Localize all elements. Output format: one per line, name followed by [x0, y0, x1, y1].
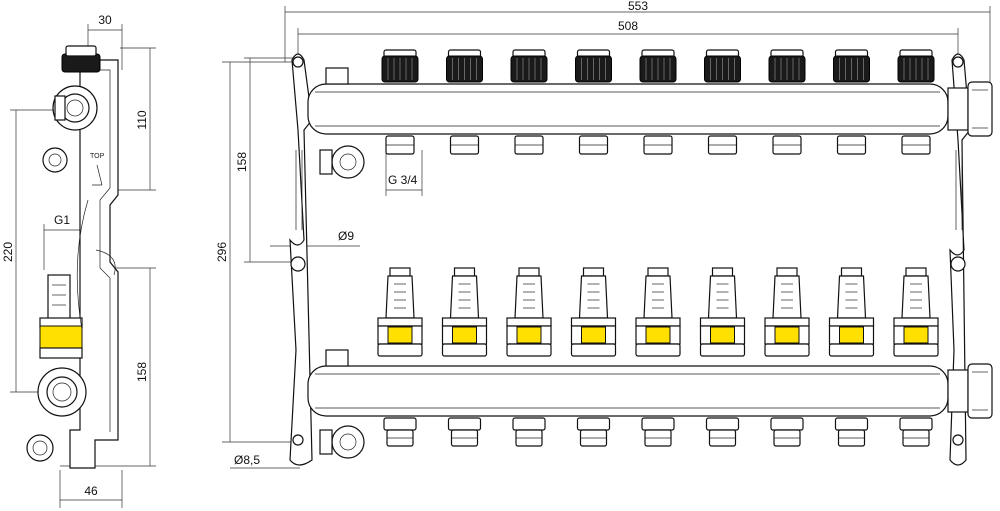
flow-meter-base-5 — [635, 343, 681, 357]
bottom-outlet-nut-9 — [899, 417, 933, 431]
bottom-outlet-nut-7 — [770, 417, 804, 431]
flow-meter-2 — [449, 275, 480, 319]
flow-meter-highlight-8 — [839, 326, 864, 344]
flow-meter-4 — [578, 275, 609, 319]
dim-side-lower-height: 158 — [135, 362, 149, 382]
flow-meter-ring-7 — [764, 317, 810, 327]
right-mount-hole-top — [952, 56, 964, 68]
flow-meter-highlight-4 — [581, 326, 606, 344]
flow-meter-base-6 — [699, 343, 746, 357]
bottom-outlet-nut-8 — [834, 417, 869, 431]
dim-side-overall-height: 220 — [1, 242, 15, 262]
bottom-drain-valve — [331, 425, 365, 459]
flow-meter-cap-5 — [647, 267, 669, 277]
flow-meter-highlight-6 — [710, 326, 735, 344]
flow-meter-ring-6 — [699, 317, 746, 327]
flow-meter-ring-3 — [506, 317, 552, 327]
dim-outlet-thread: G 3/4 — [388, 173, 418, 187]
flow-meter-cap-7 — [776, 267, 798, 277]
flow-meter-cap-3 — [518, 267, 540, 277]
dim-hole-lower: Ø8,5 — [234, 453, 260, 467]
flow-meter-ring-5 — [635, 317, 681, 327]
dim-side-upper-height: 110 — [135, 110, 149, 129]
flow-meter-cap-9 — [905, 267, 927, 277]
flow-meter-7 — [772, 275, 802, 319]
flow-meter-cap-1 — [389, 267, 411, 277]
right-mount-hole-bottom — [952, 434, 964, 446]
flow-meter-base-4 — [570, 343, 617, 357]
flow-meter-highlight-9 — [903, 326, 929, 344]
bottom-outlet-nut-2 — [447, 417, 482, 431]
flow-meter-9 — [901, 275, 931, 319]
left-mount-hole-top — [292, 56, 304, 68]
dim-hole-upper: Ø9 — [338, 229, 354, 243]
top-manifold-bar — [307, 83, 949, 135]
bottom-manifold-bar — [307, 365, 949, 417]
dim-side-depth-bottom: 46 — [84, 484, 98, 498]
flow-meter-base-2 — [441, 343, 488, 357]
right-mount-hole-mid — [950, 256, 966, 272]
flow-meter-cap-4 — [582, 267, 605, 277]
bottom-outlet-nut-6 — [705, 417, 740, 431]
flow-meter-cap-8 — [840, 267, 863, 277]
dim-side-depth-top: 30 — [98, 13, 112, 27]
flow-meter-highlight-1 — [387, 326, 413, 344]
bottom-outlet-nut-5 — [641, 417, 675, 431]
side-flow-meter-highlight — [39, 325, 83, 349]
flow-meter-ring-8 — [828, 317, 875, 327]
dim-top-width-total: 553 — [628, 0, 648, 13]
bottom-outlet-nut-3 — [512, 417, 546, 431]
bottom-outlet-nut-1 — [383, 417, 417, 431]
side-top-marking: TOP — [90, 153, 105, 160]
flow-meter-5 — [643, 275, 673, 319]
flow-meter-ring-1 — [377, 317, 423, 327]
flow-meter-3 — [514, 275, 544, 319]
flow-meter-highlight-2 — [452, 326, 477, 344]
flow-meter-base-3 — [506, 343, 552, 357]
flow-meter-ring-9 — [893, 317, 939, 327]
flow-meter-base-8 — [828, 343, 875, 357]
flow-meter-cap-6 — [711, 267, 734, 277]
flow-meter-highlight-5 — [645, 326, 671, 344]
flow-meter-ring-2 — [441, 317, 488, 327]
flow-meter-highlight-7 — [774, 326, 800, 344]
flow-meter-base-7 — [764, 343, 810, 357]
top-drain-valve — [331, 145, 365, 179]
bottom-outlet-nut-4 — [576, 417, 611, 431]
flow-meter-cap-2 — [453, 267, 476, 277]
left-mount-hole-bottom — [292, 434, 304, 446]
front-view: 553 508 296 158 Ø9 Ø8,5 G 3/4 — [215, 0, 993, 469]
dim-front-overall-height: 296 — [215, 242, 229, 262]
outlet-group — [377, 49, 939, 447]
dim-top-width-inner: 508 — [618, 19, 638, 33]
dim-front-between-bars: 158 — [235, 152, 249, 172]
flow-meter-1 — [385, 275, 415, 319]
side-top-knob — [61, 53, 101, 73]
dim-inlet-thread: G1 — [54, 213, 70, 227]
flow-meter-base-1 — [377, 343, 423, 357]
flow-meter-6 — [707, 275, 738, 319]
flow-meter-ring-4 — [570, 317, 617, 327]
left-mount-hole-mid — [290, 256, 306, 272]
side-view: 30 110 158 220 G1 46 — [1, 13, 156, 508]
flow-meter-highlight-3 — [516, 326, 542, 344]
flow-meter-base-9 — [893, 343, 939, 357]
flow-meter-8 — [836, 275, 867, 319]
